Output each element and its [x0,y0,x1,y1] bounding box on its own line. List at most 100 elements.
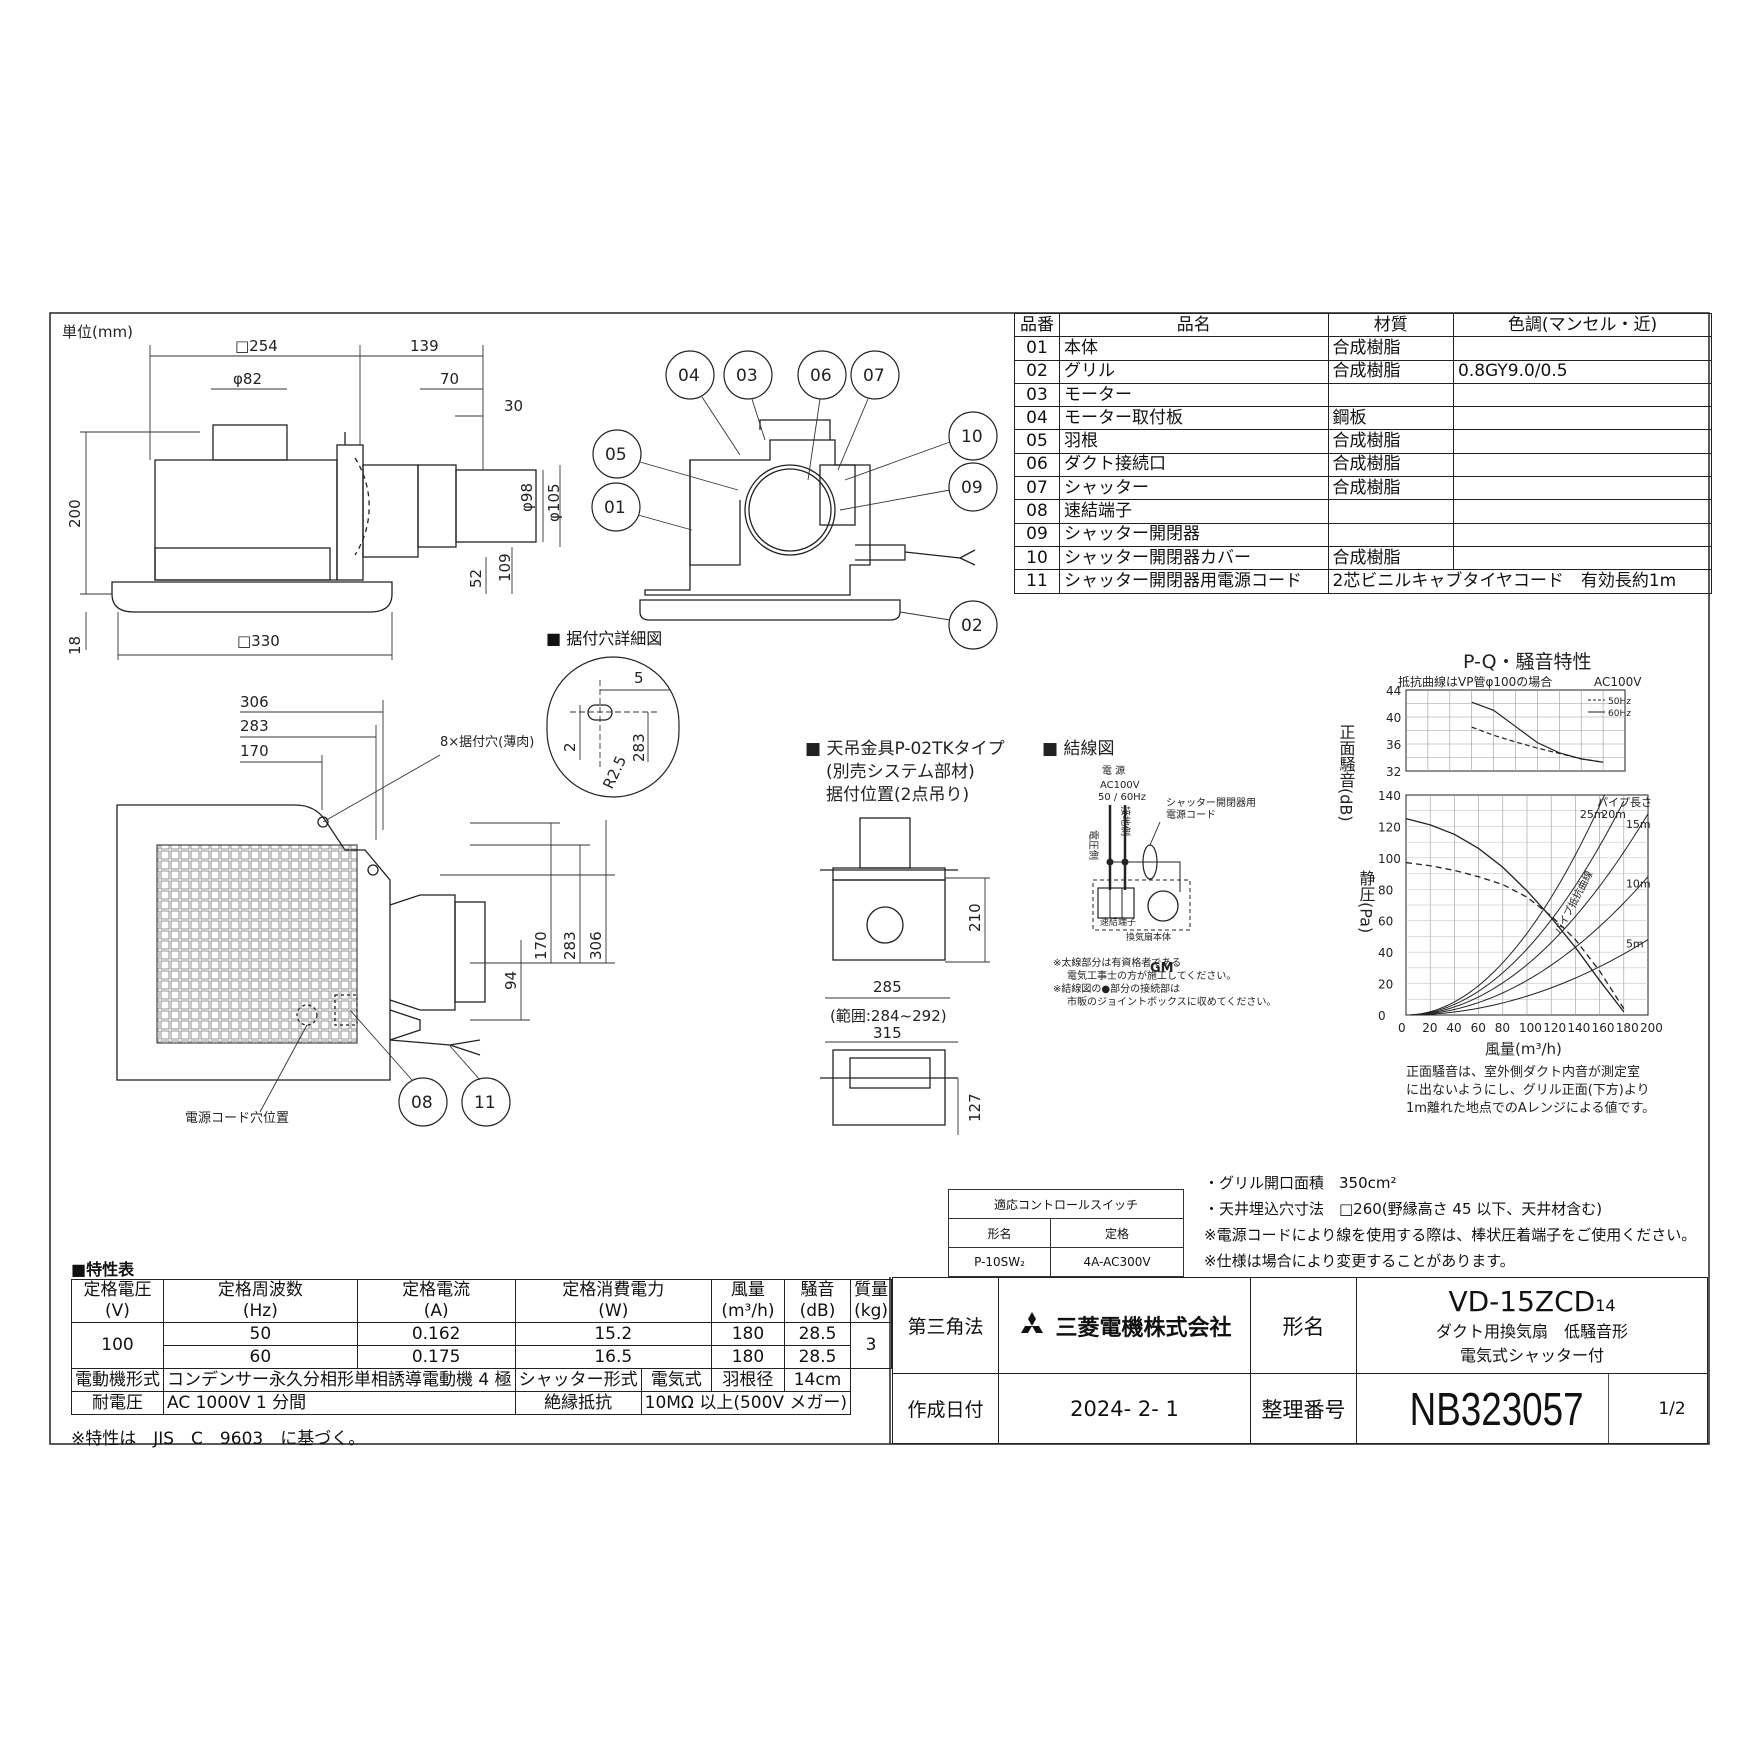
model-block: VD-15ZCD14 ダクト用換気扇 低騒音形 電気式シャッター付 [1357,1278,1707,1374]
company: 三菱電機株式会社 [999,1278,1251,1374]
svg-text:08: 08 [411,1093,433,1113]
title-block: 第三角法 三菱電機株式会社 形名 VD-15ZCD14 ダクト用換気扇 低騒音形… [892,1277,1708,1444]
spec-cell: 15.2 [514,1322,712,1346]
ctrl-rating: 4A-AC300V [1050,1247,1184,1277]
part-number: 02 [1014,359,1060,384]
legend-label: 50Hz [1608,697,1631,707]
blade-label: 羽根径 [710,1368,785,1392]
resistance-curve-20m [1405,800,1625,1016]
pq-xtick: 120 [1543,1021,1566,1035]
hanger-dims [825,877,990,1135]
part-color [1453,382,1712,408]
dim-label: 210 [966,903,984,932]
noise-ytick: 40 [1386,711,1401,725]
date-value: 2024- 2- 1 [999,1374,1251,1443]
number-value: NB323057 [1385,1374,1609,1443]
spec-cell: 50 [163,1322,358,1346]
spec-cell: 28.5 [783,1322,852,1346]
hanger-range: (範囲:284~292) [830,1007,947,1025]
live-side-label: 電圧側 [1087,830,1100,860]
part-material [1327,382,1455,408]
part-material: 合成樹脂 [1327,359,1455,384]
part-material: 合成樹脂 [1327,476,1455,501]
date-label: 作成日付 [893,1374,999,1443]
wiring-voltage: AC100V [1100,780,1140,791]
wiring-title: ■ 結線図 [1042,739,1114,759]
dim-label: 94 [502,971,520,990]
dim-label: 109 [496,553,514,582]
pq-ylabel: 静圧(Pa) [1357,870,1376,933]
pq-xtick: 180 [1616,1021,1639,1035]
pq-xlabel: 風量(m³/h) [1485,1040,1562,1058]
hole-label: 8×据付穴(薄肉) [440,735,534,750]
callout-10: 10 [948,411,998,461]
company-name: 三菱電機株式会社 [1055,1315,1232,1341]
part-color [1453,452,1712,478]
dim-label: φ98 [518,483,536,512]
mitsubishi-logo-icon [1021,1311,1044,1333]
part-number: 11 [1014,569,1060,594]
dim-label: 5 [634,669,644,687]
wiring-text: ■ 結線図 [1042,739,1114,759]
spec-voltage: 100 [71,1322,164,1369]
notes: ・グリル開口面積 350cm² ・天井埋込穴寸法 □260(野縁高さ 45 以下… [1204,1170,1696,1274]
dim-label: φ105 [545,483,563,522]
mount-hole-detail: 5 2 283 R2.5 [546,656,680,798]
mount-hole-title: ■ 据付穴詳細図 [546,629,663,648]
part-material: 合成樹脂 [1327,545,1455,571]
svg-text:10: 10 [961,427,983,447]
callout-01: 01 [591,482,641,532]
ctrl-header: 定格 [1050,1218,1184,1248]
shutter-cord-label-1: シャッター開閉器用 [1166,797,1256,809]
pq-xtick: 80 [1495,1021,1510,1035]
pq-ytick: 20 [1378,978,1393,992]
model-suffix: 14 [1595,1296,1616,1315]
spec-table: 定格電圧(V) 定格周波数(Hz) 定格電流(A) 定格消費電力(W) 風量(m… [71,1279,893,1415]
dim-label: 306 [587,931,605,960]
hanger-text: ■ 天吊金具P-02TKタイプ (別売システム部材) 据付位置(2点吊り) (範… [805,739,1005,1025]
part-name: モーター取付板 [1059,406,1329,431]
dim-label: 283 [630,733,648,762]
resistance-curve-10m [1405,876,1649,1016]
svg-text:09: 09 [961,478,983,498]
gm-label: GM [1150,961,1174,976]
callout-06: 06 [797,350,847,400]
part-material: 鋼板 [1327,406,1455,431]
body-label: 換気扇本体 [1126,931,1171,943]
plan-view [116,804,486,1081]
motor-label: 電動機形式 [71,1368,164,1392]
noise-ytick: 36 [1386,738,1401,752]
spec-cell: 16.5 [514,1345,712,1369]
wiring-labels: 電 源 AC100V 50 / 60Hz シャッター開閉器用 電源コード 電圧側… [1053,764,1276,1008]
note: ※仕様は場合により変更することがあります。 [1204,1252,1515,1270]
part-material: 2芯ビニルキャブタイヤコード 有効長約1m [1327,569,1713,594]
plan-callouts: 08 11 [349,1009,511,1127]
wiring-note-2: 電気工事士の方が施工してください。 [1067,969,1236,982]
spec-header: 定格電流(A) [356,1279,516,1323]
callout-02: 02 [948,600,998,650]
resistance-label: 25m [1580,808,1605,821]
wiring-freq: 50 / 60Hz [1098,792,1146,803]
wiring-source: 電 源 [1102,764,1125,777]
callout-04: 04 [665,350,715,400]
pq-ytick: 80 [1378,883,1393,897]
svg-text:06: 06 [810,366,832,386]
part-name: 本体 [1059,336,1329,361]
part-material [1327,522,1455,547]
chart-footnote-1: 正面騒音は、室外側ダクト内音が測定室 [1406,1064,1640,1080]
insulation-value: 10MΩ 以上(500V メガー) [640,1391,852,1415]
callout-11: 11 [461,1077,511,1127]
part-number: 06 [1014,452,1060,478]
spec-cell: 0.175 [356,1345,516,1369]
chart-note: 抵抗曲線はVP管φ100の場合 [1398,674,1552,689]
parts-header: 品名 [1059,312,1329,338]
withstand-value: AC 1000V 1 分間 [163,1391,516,1415]
cord-hole-label: 電源コード穴位置 [185,1111,289,1126]
